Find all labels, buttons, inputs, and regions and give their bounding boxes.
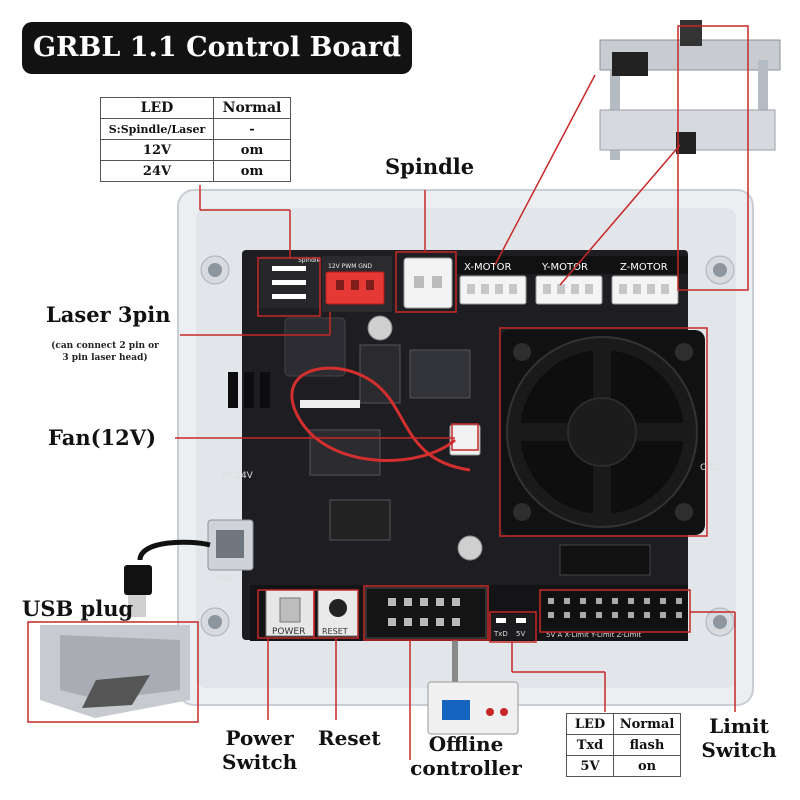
silk-usb: USB xyxy=(215,575,233,585)
label-offline-line1: Offline xyxy=(428,732,504,756)
reset-button xyxy=(317,589,359,637)
bottom-table-header-led: LED xyxy=(566,713,614,735)
silk-limits: 5V A X-Limit Y-Limit Z-Limit xyxy=(546,631,641,639)
label-laser-note: (can connect 2 pin or 3 pin laser head) xyxy=(40,340,170,364)
bottom-table-cell: flash xyxy=(613,734,681,756)
silk-pwm: 12V PWM GND xyxy=(328,263,372,270)
motor-connectors xyxy=(459,275,679,305)
offline-controller-illustration xyxy=(427,639,519,735)
diagram-title: GRBL 1.1 Control Board xyxy=(22,22,412,74)
silk-dc24v: DC24V xyxy=(222,471,254,481)
label-limit-switch: Limit Switch xyxy=(694,714,784,762)
top-table-header-normal: Normal xyxy=(213,97,291,119)
offline-header xyxy=(365,587,487,639)
label-laser-3pin: Laser 3pin xyxy=(46,302,171,327)
limit-header xyxy=(542,592,688,628)
fan-connector xyxy=(449,424,481,456)
callouts xyxy=(27,25,749,760)
label-power-line2: Switch xyxy=(222,750,298,774)
label-laser-note-line2: 3 pin laser head) xyxy=(62,353,148,363)
silk-z-motor: Z-MOTOR xyxy=(620,262,668,273)
top-table-cell: - xyxy=(213,118,291,140)
label-power-switch: Power Switch xyxy=(222,726,297,774)
top-table-header-led: LED xyxy=(100,97,214,119)
silk-txd: TxD xyxy=(493,630,508,638)
bottom-table-header-normal: Normal xyxy=(613,713,681,735)
mount-screws xyxy=(200,255,735,637)
fan-wire xyxy=(290,366,471,472)
bottom-led-table: LED Normal Txd flash 5V on xyxy=(566,713,681,777)
silk-spindle: Spindle xyxy=(298,257,321,264)
cnc-machine-illustration xyxy=(599,20,781,160)
label-limit-line1: Limit xyxy=(709,714,769,738)
silk-power: POWER xyxy=(272,627,305,637)
laptop-illustration xyxy=(40,625,190,718)
top-led-table: LED Normal S:Spindle/Laser - 12V om 24V … xyxy=(100,97,291,182)
label-fan: Fan(12V) xyxy=(48,425,157,450)
bottom-table-cell: Txd xyxy=(566,734,614,756)
silk-x-motor: X-MOTOR xyxy=(464,262,511,273)
label-offline-line2: controller xyxy=(410,756,522,780)
top-table-cell: S:Spindle/Laser xyxy=(100,118,214,140)
top-table-cell: 24V xyxy=(100,160,214,182)
top-table-cell: 12V xyxy=(100,139,214,161)
spindle-connector xyxy=(403,257,453,309)
label-laser-note-line1: (can connect 2 pin or xyxy=(51,341,159,351)
label-spindle: Spindle xyxy=(385,154,475,179)
silk-reset: RESET xyxy=(322,627,348,636)
silk-5v: 5V xyxy=(516,630,525,638)
top-table-cell: om xyxy=(213,139,291,161)
bottom-table-cell: 5V xyxy=(566,755,614,777)
usb-cable xyxy=(124,539,211,617)
label-limit-line2: Switch xyxy=(701,738,777,762)
label-offline-controller: Offline controller xyxy=(406,732,526,780)
label-usb-plug: USB plug xyxy=(22,596,134,621)
top-table-cell: om xyxy=(213,160,291,182)
label-reset: Reset xyxy=(318,726,381,750)
silk-cnc: CNC xyxy=(700,463,719,473)
bottom-table-cell: on xyxy=(613,755,681,777)
label-power-line1: Power xyxy=(225,726,294,750)
silk-y-motor: Y-MOTOR xyxy=(541,262,588,273)
